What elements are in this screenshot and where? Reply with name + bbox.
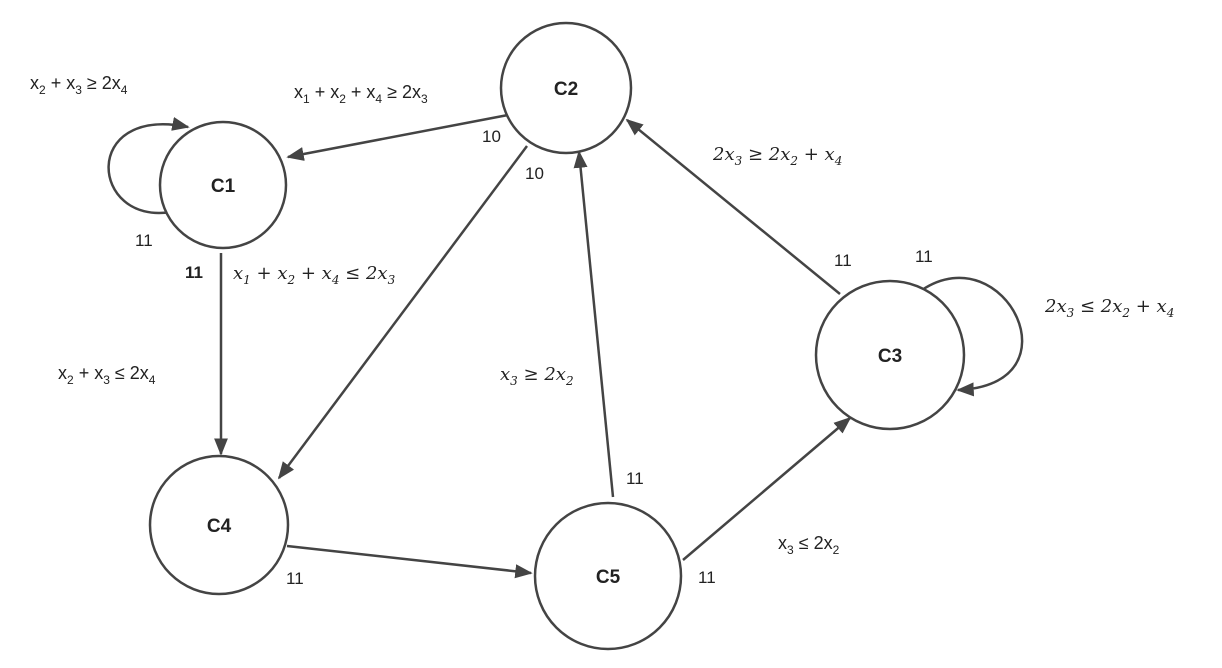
count-c5-to-c3: 11 xyxy=(698,568,716,587)
node-c1[interactable] xyxy=(158,120,288,250)
condition-c3-to-c2: 2x3 ≥ 2x2 + x4 xyxy=(712,144,842,168)
node-c4[interactable] xyxy=(148,454,290,596)
edge-c3-to-c2 xyxy=(625,118,841,295)
count-c2-to-c1: 10 xyxy=(482,127,501,146)
node-c1-label: C1 xyxy=(211,176,236,197)
count-c1-self: 11 xyxy=(135,231,153,250)
count-c1-to-c4: 11 xyxy=(185,263,203,282)
node-c3[interactable] xyxy=(814,279,966,431)
node-c2[interactable] xyxy=(499,21,633,155)
node-c2-label: C2 xyxy=(554,79,578,100)
edge-c5-to-c2 xyxy=(573,150,615,498)
condition-c2-to-c1: x1 + x2 + x4 ≥ 2x3 xyxy=(294,82,428,106)
edge-c1-self-loop xyxy=(107,117,190,215)
edge-c3-self-loop xyxy=(921,276,1024,397)
condition-c1-to-c4: x2 + x3 ≤ 2x4 xyxy=(58,363,156,387)
edge-c5-to-c3 xyxy=(682,416,852,561)
edge-c2-to-c4 xyxy=(277,145,529,480)
node-c5[interactable] xyxy=(533,501,683,651)
count-c4-to-c5: 11 xyxy=(286,569,304,588)
node-c4-label: C4 xyxy=(207,516,232,537)
count-c2-to-c4: 10 xyxy=(525,164,544,183)
condition-c3-self: 2x3 ≤ 2x2 + x4 xyxy=(1044,296,1174,320)
count-c3-self: 11 xyxy=(915,247,933,266)
count-c3-to-c2: 11 xyxy=(834,251,852,270)
count-c5-to-c2: 11 xyxy=(626,469,644,488)
edge-c4-to-c5 xyxy=(286,544,533,579)
node-c5-label: C5 xyxy=(596,567,621,588)
condition-c5-to-c3: x3 ≤ 2x2 xyxy=(778,533,840,557)
condition-c1-self: x2 + x3 ≥ 2x4 xyxy=(30,73,128,97)
condition-c5-to-c2: x3 ≥ 2x2 xyxy=(500,364,574,388)
node-c3-label: C3 xyxy=(878,346,902,367)
condition-c2-to-c4: x1 + x2 + x4 ≤ 2x3 xyxy=(233,263,396,287)
edge-c2-to-c1 xyxy=(286,113,509,161)
